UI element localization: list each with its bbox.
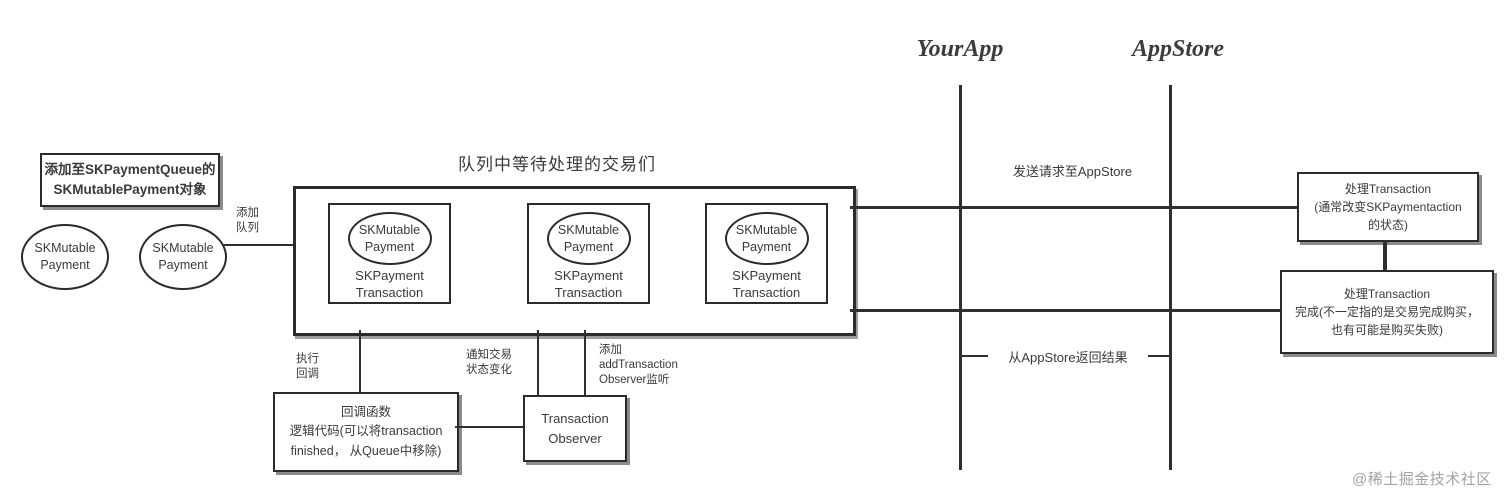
transaction-label: SKPayment Transaction [355, 268, 424, 302]
queue-to-observer-line [537, 330, 539, 395]
callback-box-line1: 回调函数 [340, 404, 391, 419]
transaction-item-1: SKMutable Payment SKPayment Transaction [328, 203, 451, 304]
transaction-item-3: SKMutable Payment SKPayment Transaction [705, 203, 828, 304]
payment-label: SKMutable [557, 222, 620, 237]
appstore-column-header: AppStore [1131, 36, 1224, 62]
callback-edge-line2: 回调 [296, 368, 319, 381]
response-edge-label: 从AppStore返回结果 [988, 347, 1148, 366]
transaction-label-line2: Transaction [355, 285, 424, 301]
payment-label: Payment [364, 239, 415, 254]
handle-to-finish-connector [1383, 240, 1387, 270]
add-edge-label-line2: 队列 [236, 222, 259, 235]
callback-box-line3: finished， 从Queue中移除) [290, 443, 442, 458]
finish-transaction-line2: 完成(不一定指的是交易完成购买， [1295, 305, 1479, 319]
queue-title: 队列中等待处理的交易们 [458, 155, 656, 174]
yourapp-lifeline [959, 85, 962, 470]
callback-box: 回调函数 逻辑代码(可以将transaction finished， 从Queu… [273, 392, 459, 472]
notify-edge-line1: 通知交易 [466, 349, 512, 361]
juejin-watermark: @稀土掘金技术社区 [1352, 471, 1492, 488]
appstore-lifeline [1169, 85, 1172, 470]
observer-box-line1: Transaction [541, 411, 609, 426]
notify-edge-label: 通知交易 状态变化 [448, 348, 530, 378]
request-edge-line [850, 206, 1297, 209]
transaction-label: SKPayment Transaction [732, 268, 801, 302]
observer-add-label: 添加 addTransaction Observer监听 [599, 343, 729, 389]
add-to-queue-line2: SKMutablePayment对象 [53, 182, 207, 197]
request-edge-label: 发送请求至AppStore [1012, 164, 1133, 179]
add-edge-label: 添加 队列 [236, 206, 259, 236]
add-edge-line [223, 244, 293, 246]
transaction-label-line2: Transaction [732, 285, 801, 301]
finish-transaction-line1: 处理Transaction [1343, 287, 1431, 301]
transaction-label-line1: SKPayment [554, 268, 623, 284]
observer-add-line2: addTransaction [599, 359, 678, 372]
handle-transaction-box: 处理Transaction (通常改变SKPaymentaction 的状态) [1297, 172, 1479, 242]
queue-to-callback-line [359, 330, 361, 392]
callback-box-line2: 逻辑代码(可以将transaction [289, 424, 443, 439]
callback-observer-connector [455, 426, 523, 428]
observer-add-line1: 添加 [599, 344, 622, 356]
transaction-label-line1: SKPayment [355, 268, 424, 284]
finish-transaction-box: 处理Transaction 完成(不一定指的是交易完成购买， 也有可能是购买失败… [1280, 270, 1494, 354]
add-edge-label-line1: 添加 [236, 207, 259, 219]
handle-transaction-line1: 处理Transaction [1344, 182, 1432, 196]
transaction-observer-box: Transaction Observer [523, 395, 627, 462]
yourapp-column-header: YourApp [916, 36, 1004, 62]
notify-edge-line2: 状态变化 [466, 364, 512, 377]
payment-label: Payment [158, 258, 208, 272]
skmutablepayment-ellipse: SKMutable Payment [347, 212, 432, 266]
transaction-label: SKPayment Transaction [554, 268, 623, 302]
transaction-item-2: SKMutable Payment SKPayment Transaction [527, 203, 650, 304]
skmutablepayment-ellipse: SKMutable Payment [546, 212, 631, 266]
skmutablepayment-ellipse-1: SKMutable Payment [21, 224, 109, 290]
payment-label: SKMutable [34, 241, 96, 256]
handle-transaction-line2: (通常改变SKPaymentaction [1314, 200, 1462, 214]
payment-label: SKMutable [358, 222, 421, 237]
observer-box-line2: Observer [548, 430, 602, 446]
payment-label: SKMutable [152, 241, 214, 256]
payment-label: Payment [741, 239, 792, 254]
payment-label: Payment [563, 239, 614, 254]
skmutablepayment-ellipse-2: SKMutable Payment [139, 224, 227, 290]
finish-transaction-line3: 也有可能是购买失败) [1331, 323, 1443, 337]
callback-edge-line1: 执行 [296, 353, 319, 365]
add-to-queue-line1: 添加至SKPaymentQueue的 [44, 161, 216, 177]
payment-label: Payment [40, 258, 90, 272]
observer-add-line3: Observer监听 [599, 374, 670, 387]
add-to-queue-box: 添加至SKPaymentQueue的 SKMutablePayment对象 [40, 153, 220, 207]
finish-edge-line [850, 309, 1280, 312]
transaction-label-line1: SKPayment [732, 268, 801, 284]
observer-add-line [584, 330, 586, 395]
transaction-label-line2: Transaction [554, 285, 623, 301]
handle-transaction-line3: 的状态) [1368, 218, 1408, 232]
callback-edge-label: 执行 回调 [296, 352, 319, 382]
skmutablepayment-ellipse: SKMutable Payment [724, 212, 809, 266]
payment-label: SKMutable [735, 222, 798, 237]
